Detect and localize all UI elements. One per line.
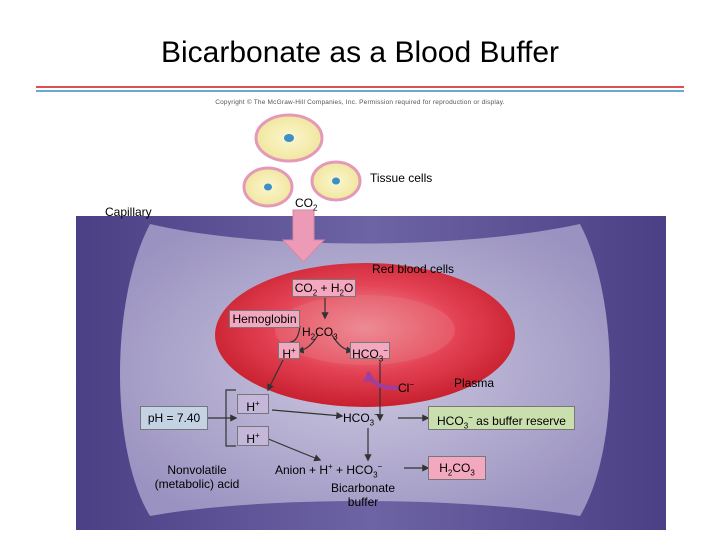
title-rule-blue: [36, 90, 684, 92]
bracket-h-arrow: [267, 359, 284, 392]
plasma-label: Plasma: [454, 376, 495, 390]
title-rule-red: [36, 86, 684, 88]
h-ion-rbc-box: H+: [278, 342, 300, 361]
anion-equation: Anion + H+ + HCO3−: [275, 462, 383, 480]
tissue-cell: [242, 166, 294, 208]
capillary-label: Capillary: [105, 205, 152, 219]
buffer-reserve-box: HCO3− as buffer reserve: [428, 406, 575, 430]
tissue-cell: [254, 113, 324, 163]
hco3-rbc-box: HCO3−: [350, 342, 390, 363]
red-blood-cell: [215, 263, 515, 407]
nonvolatile-acid-label: Nonvolatile(metabolic) acid: [154, 463, 240, 491]
hco3-plasma-label: HCO3−: [343, 410, 379, 428]
co2-label: CO2: [295, 196, 318, 213]
ph-box: pH = 7.40: [140, 406, 208, 430]
chloride-shift-arrowhead: [363, 372, 374, 382]
arrow-hemoglobin-h2co3: [289, 325, 301, 343]
arrow-h-to-anion: [265, 437, 322, 462]
hemoglobin-box: Hemoglobin: [229, 310, 300, 328]
red-blood-cells-label: Red blood cells: [372, 262, 455, 276]
tissue-cells-label: Tissue cells: [370, 171, 433, 185]
h-ion-plasma-box-2: H+: [237, 426, 269, 446]
h2co3-label: H2CO3: [302, 325, 338, 342]
arrow-h-to-hco3: [271, 409, 344, 420]
copyright-notice: Copyright © The McGraw-Hill Companies, I…: [215, 99, 505, 106]
co2-arrow: [281, 209, 326, 263]
page-title: Bicarbonate as a Blood Buffer: [160, 36, 560, 69]
h-ion-plasma-box: H+: [237, 394, 269, 414]
chloride-label: Cl−: [398, 380, 415, 395]
co2-h2o-box: CO2 + H2O: [292, 279, 356, 297]
h2co3-plasma-box: H2CO3: [428, 456, 486, 480]
tissue-cell: [310, 160, 362, 202]
